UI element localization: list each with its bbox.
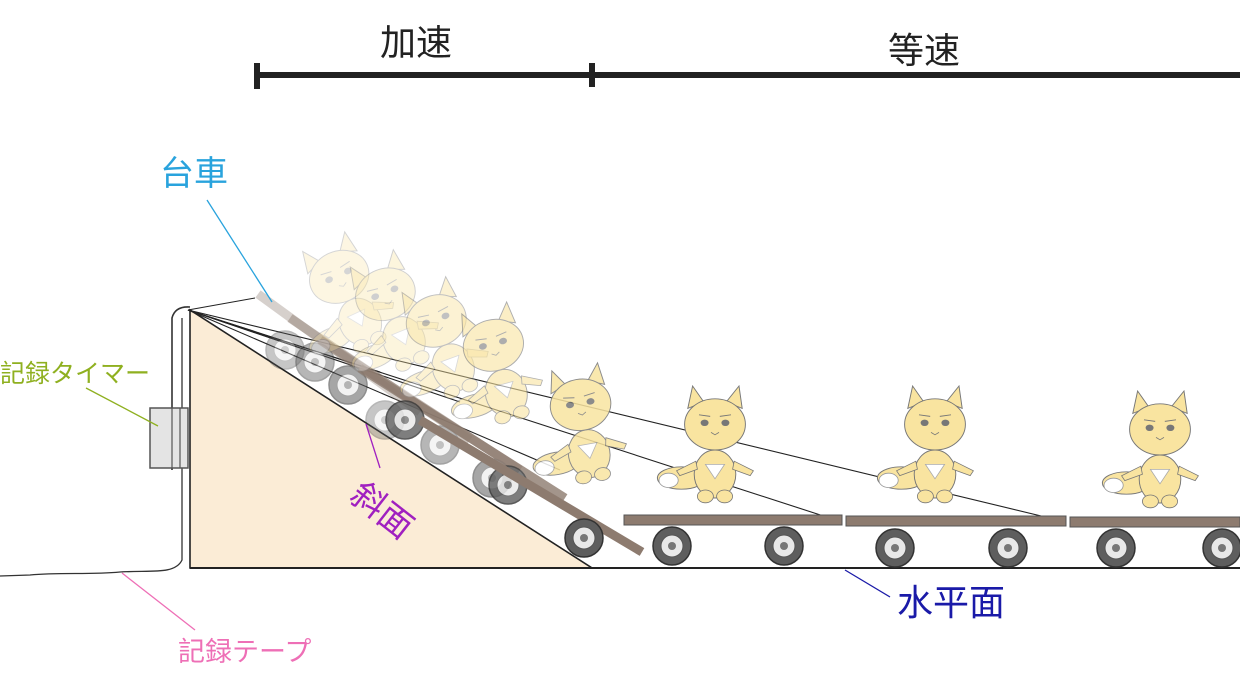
tape-leader-line xyxy=(121,572,196,631)
recording-timer-label: 記録タイマー xyxy=(0,359,151,388)
cart-horizontal-3 xyxy=(1069,390,1240,568)
horizontal-plane-label: 水平面 xyxy=(897,583,1006,624)
phase-acceleration-label: 加速 xyxy=(380,23,453,64)
cart-leader-line xyxy=(206,199,273,303)
cart-label: 台車 xyxy=(160,154,228,194)
cart-horizontal-1 xyxy=(623,385,843,566)
recording-tape-label: 記録テープ xyxy=(178,637,312,668)
phase-bar xyxy=(254,63,1240,89)
slope-leader-line xyxy=(365,423,381,469)
recording-tape xyxy=(0,318,183,577)
recording-timer-icon xyxy=(149,407,189,469)
phase-constant-label: 等速 xyxy=(888,31,961,72)
cart-horizontal-2 xyxy=(845,385,1067,568)
timer-leader-line xyxy=(85,387,159,427)
horizontal-leader-line xyxy=(844,569,891,598)
timer-stand xyxy=(171,306,191,470)
